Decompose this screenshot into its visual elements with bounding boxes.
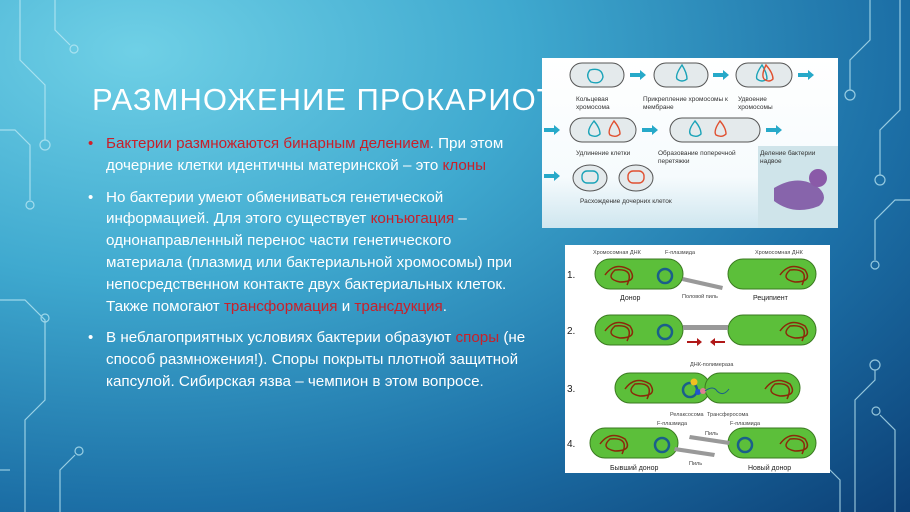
bullet-text: и bbox=[337, 297, 355, 315]
label-pilus-bottom: Пиль bbox=[689, 461, 702, 467]
bullet-item: В неблагоприятных условиях бактерии обра… bbox=[88, 327, 528, 392]
highlighted-term: конъюгация bbox=[370, 210, 455, 228]
bullet-list: Бактерии размножаются бинарным делением.… bbox=[88, 133, 528, 403]
bullet-text: В неблагоприятных условиях бактерии обра… bbox=[106, 329, 456, 347]
highlighted-term: трансформация bbox=[223, 297, 338, 315]
label-constriction: Образование поперечной перетяжки bbox=[658, 150, 736, 165]
bullet-item: Но бактерии умеют обмениваться генетичес… bbox=[88, 187, 528, 318]
label-pilus-top: Пиль bbox=[705, 431, 718, 437]
label-chrom-dna-donor: Хромосомная ДНК bbox=[593, 250, 642, 256]
highlighted-term: Бактерии размножаются бинарным делением bbox=[106, 135, 430, 152]
label-f-plasmid-former: F-плазмида bbox=[657, 421, 688, 427]
label-sex-pilus: Половой пиль bbox=[682, 293, 718, 300]
slide-title: РАЗМНОЖЕНИЕ ПРОКАРИОТ bbox=[92, 82, 557, 117]
highlighted-term: трансдукция bbox=[354, 297, 443, 315]
bullet-text: (не способ размножения!). Споры покрыты … bbox=[106, 329, 526, 390]
binary-fission-diagram bbox=[544, 62, 838, 228]
label-separation: Расхождение дочерних клеток bbox=[580, 198, 672, 205]
label-f-plasmid: F-плазмида bbox=[665, 250, 696, 256]
label-former-donor: Бывший донор bbox=[610, 464, 658, 472]
highlighted-term: споры bbox=[455, 329, 500, 347]
bullet-text: – однонаправленный перенос части генетич… bbox=[106, 210, 513, 315]
label-donor: Донор bbox=[620, 295, 640, 302]
bullet-text: . bbox=[442, 297, 447, 315]
label-duplication: Удвоение хромосомы bbox=[738, 96, 773, 111]
step-3: 3. bbox=[567, 384, 575, 395]
label-elongation: Удлинение клетки bbox=[576, 150, 631, 157]
label-dna-polymerase: ДНК-полимераза bbox=[690, 362, 734, 368]
label-f-plasmid-new: F-плазмида bbox=[730, 421, 761, 427]
step-1: 1. bbox=[567, 270, 575, 281]
binary-fission-figure: Кольцевая хромосома Прикрепление хромосо… bbox=[542, 58, 838, 228]
bullet-text: Но бактерии умеют обмениваться генетичес… bbox=[106, 188, 444, 228]
label-recipient: Реципиент bbox=[753, 295, 789, 302]
label-transferosome: Трансферосома bbox=[707, 412, 749, 418]
label-ring-chromosome: Кольцевая хромосома bbox=[576, 96, 610, 111]
arrow-icons bbox=[544, 70, 814, 181]
conjugation-diagram: 1. 2. 3. 4. Хромосомная ДНК F-плазмида Хром… bbox=[567, 250, 817, 472]
label-relaxosome: Релаксосома bbox=[670, 412, 705, 418]
label-chrom-dna-recipient: Хромосомная ДНК bbox=[755, 250, 804, 256]
step-4: 4. bbox=[567, 439, 575, 450]
label-attachment: Прикрепление хромосомы к мембране bbox=[643, 96, 728, 111]
highlighted-term: клоны bbox=[442, 156, 487, 174]
conjugation-figure: 1. 2. 3. 4. Хромосомная ДНК F-плазмида Хром… bbox=[565, 245, 830, 473]
label-new-donor: Новый донор bbox=[748, 464, 791, 472]
bullet-text: . При этом дочерние клетки идентичны мат… bbox=[106, 135, 504, 174]
step-2: 2. bbox=[567, 326, 575, 337]
label-division-photo: Деление бактерии надвое bbox=[760, 150, 816, 165]
bullet-item: Бактерии размножаются бинарным делением.… bbox=[88, 133, 528, 177]
